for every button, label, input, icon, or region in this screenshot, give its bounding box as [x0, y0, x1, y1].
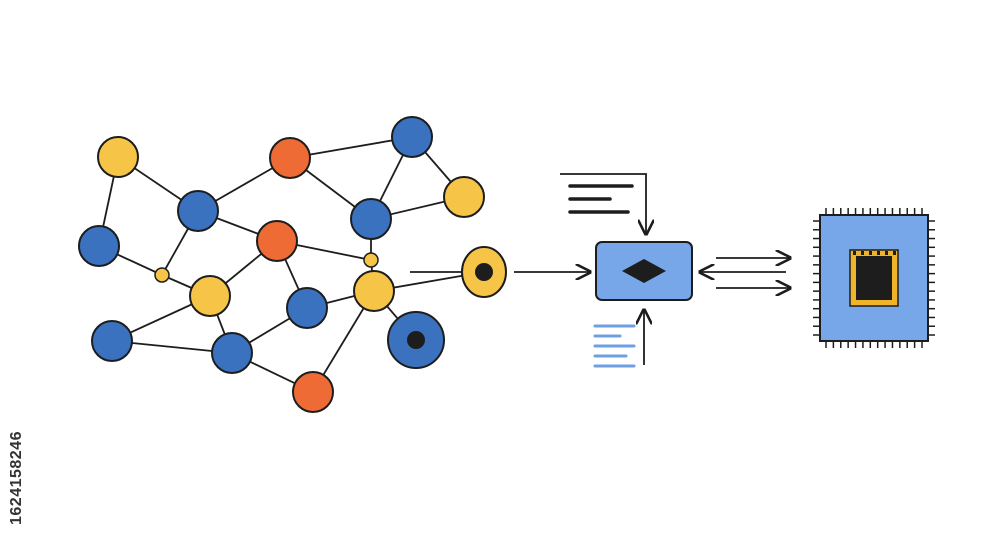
network-node-blue: [350, 198, 392, 240]
network-node-yellow: [189, 275, 231, 317]
network-node-yellow: [97, 136, 139, 178]
network-node-yellow: [154, 267, 170, 283]
eye-node: [387, 311, 445, 369]
chip-icon: [813, 208, 935, 348]
network-node-blue: [211, 332, 253, 374]
diamond-icon: [622, 259, 666, 283]
chip-pins: [813, 208, 935, 348]
chip-pad: [877, 251, 880, 255]
output-node: [461, 246, 507, 298]
processor-block: [595, 241, 693, 301]
chip-pad: [893, 251, 896, 255]
network-node-blue: [391, 116, 433, 158]
network-node-blue: [91, 320, 133, 362]
stock-id-watermark: 1624158246: [8, 431, 25, 525]
network-nodes: [78, 116, 485, 413]
input-text-lines-top: [568, 184, 634, 214]
network-node-yellow: [443, 176, 485, 218]
network-node-orange: [269, 137, 311, 179]
arrow-top-input: [560, 173, 646, 234]
network-node-blue: [78, 225, 120, 267]
network-node-blue: [286, 287, 328, 329]
chip-pad: [861, 251, 864, 255]
network-node-orange: [256, 220, 298, 262]
network-node-blue: [177, 190, 219, 232]
chip-core-pads: [853, 251, 896, 255]
chip-pad: [885, 251, 888, 255]
input-text-lines-bottom: [593, 324, 636, 368]
network-node-orange: [292, 371, 334, 413]
chip-pad: [853, 251, 856, 255]
chip-pad: [869, 251, 872, 255]
chip-core: [856, 256, 892, 300]
network-node-yellow: [363, 252, 379, 268]
network-node-yellow: [353, 270, 395, 312]
